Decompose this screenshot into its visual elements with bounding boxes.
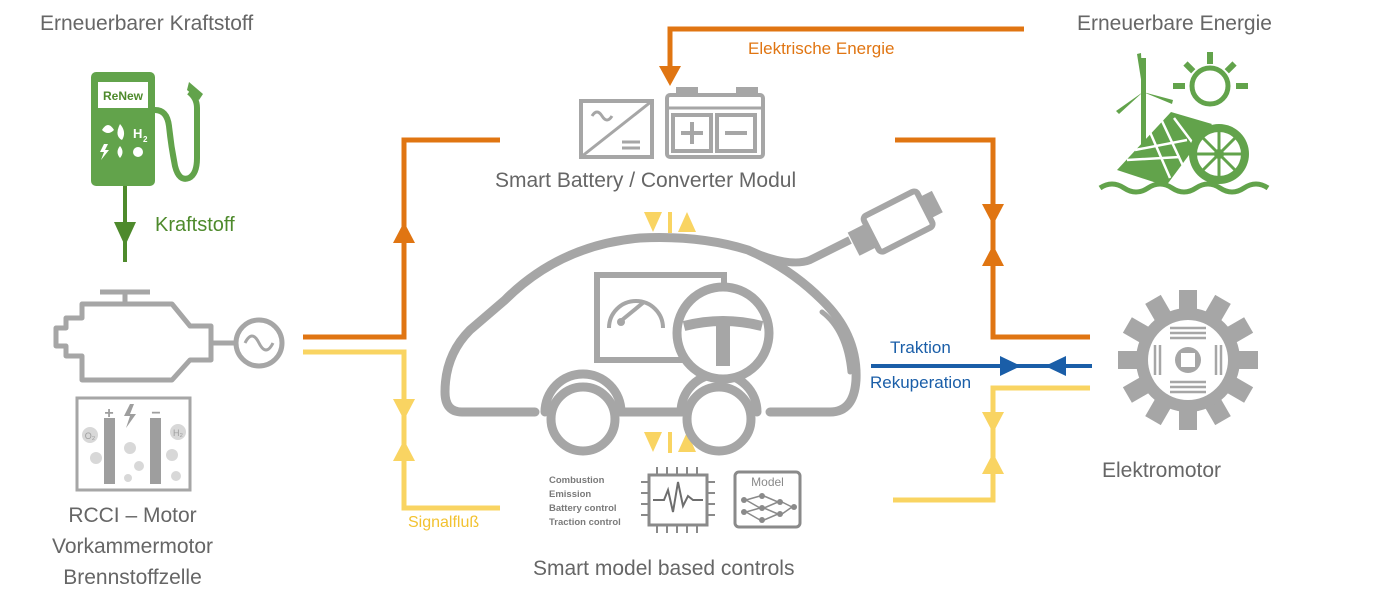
signal-line-left (303, 349, 500, 511)
electric-energy-label: Elektrische Energie (748, 39, 895, 58)
signal-line-right (893, 385, 1090, 503)
signal-flow-label: Signalfluß (408, 514, 480, 531)
signal-arrow-top-up (678, 212, 696, 232)
engine-type-fuel-cell: Brennstoffzelle (63, 566, 202, 589)
control-item-combustion: Combustion (549, 475, 605, 486)
signal-divider-top (668, 212, 672, 233)
signal-arrow-top-down (644, 212, 662, 232)
controller-chip-icon (641, 467, 715, 533)
control-item-battery: Battery control (549, 503, 617, 514)
fuel-cell-icon: + − O₂ H₂ (75, 396, 192, 492)
inverter-icon (579, 99, 654, 159)
fuel-cell-h2: H₂ (173, 428, 183, 438)
engine-type-rcci: RCCI – Motor (68, 504, 197, 527)
signal-lines (303, 349, 1090, 511)
top-energy-line (667, 26, 1024, 72)
pump-h2: H (133, 126, 142, 141)
renewable-energy-icon (1098, 52, 1270, 195)
signal-arrows (393, 212, 1004, 474)
car-outline-fill (546, 382, 756, 456)
model-label: Model (751, 475, 784, 489)
electric-motor-icon (1118, 290, 1258, 430)
fuel-cell-o2: O₂ (85, 431, 96, 441)
control-item-traction: Traction control (549, 517, 621, 528)
svg-text:−: − (151, 405, 160, 422)
engine-types-label: RCCI – Motor Vorkammermotor Brennstoffze… (30, 500, 235, 593)
traction-arrow-right (1000, 356, 1021, 376)
traction-label: Traktion (890, 338, 951, 357)
recuperation-label: Rekuperation (870, 373, 972, 392)
renewable-energy-title: Erneuerbare Energie (1077, 12, 1272, 35)
signal-divider-bottom (668, 432, 672, 453)
signal-arrow-bottom-down (644, 432, 662, 452)
battery-module-label: Smart Battery / Converter Modul (495, 169, 797, 192)
fuel-arrow (114, 185, 136, 262)
dashboard-icon (594, 272, 774, 384)
battery-icon (665, 87, 765, 159)
renewable-fuel-title: Erneuerbarer Kraftstoff (40, 12, 254, 35)
engine-icon (53, 289, 285, 383)
battery-to-motor-line (895, 137, 1090, 340)
smart-controls-label: Smart model based controls (533, 557, 795, 580)
signal-arrow-up-right (982, 453, 1004, 474)
svg-text:+: + (104, 405, 113, 422)
model-box-icon (733, 470, 802, 529)
arrow-up-left (393, 222, 415, 243)
signal-arrow-bottom-up (678, 432, 696, 452)
arrow-down-battery (659, 66, 681, 86)
control-item-emission: Emission (549, 489, 592, 500)
arrow-down-right (982, 204, 1004, 225)
signal-arrow-down-left (393, 399, 415, 420)
pump-brand: ReNew (103, 89, 144, 103)
arrow-up-right (982, 245, 1004, 266)
engine-type-prechamber: Vorkammermotor (51, 535, 214, 558)
electric-motor-label: Elektromotor (1102, 459, 1222, 482)
recuperation-arrow-left (1045, 356, 1066, 376)
charging-cable (746, 188, 943, 267)
pump-h2-sub: 2 (143, 135, 148, 144)
fuel-flow-label: Kraftstoff (155, 214, 235, 236)
fuel-pump-icon: ReNew H 2 (91, 72, 203, 186)
control-items-list: Combustion Emission Battery control Trac… (549, 474, 621, 530)
signal-arrow-up-left (393, 440, 415, 461)
electric-energy-arrows (393, 66, 1004, 266)
signal-arrow-down-right (982, 412, 1004, 433)
traction-lines (871, 356, 1092, 376)
